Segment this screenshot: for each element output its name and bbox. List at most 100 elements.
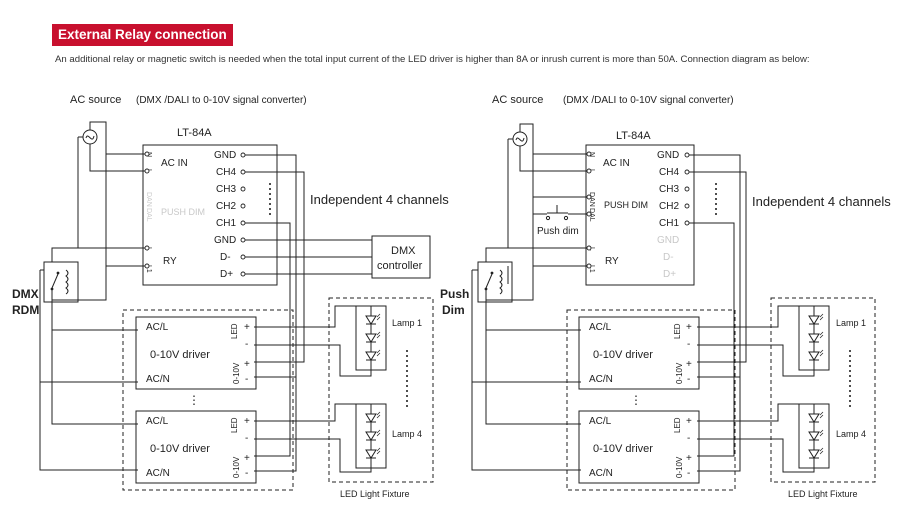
left-d2-dim: 0-10V	[232, 456, 241, 478]
left-d2-plus1: +	[244, 416, 250, 427]
right-push-dim-switch-label: Push dim	[537, 226, 579, 237]
left-d1-minus1: -	[245, 339, 248, 350]
left-d1-label: 0-10V driver	[150, 349, 210, 361]
right-d2-plus2: +	[686, 453, 692, 464]
left-d1-acl: AC/L	[146, 322, 169, 333]
right-ac-source-icon	[512, 131, 528, 147]
left-d1-plus2: +	[244, 359, 250, 370]
right-d1-led: LED	[673, 323, 682, 339]
right-out-gnd: GND	[657, 150, 679, 161]
left-independent-label: Independent 4 channels	[310, 192, 449, 207]
right-d2-minus2: -	[687, 468, 690, 479]
left-driver-dots: ⋮	[188, 393, 200, 407]
right-out-gnd2: GND	[657, 235, 679, 246]
left-diagram: AC source (DMX /DALI to 0-10V signal con…	[12, 94, 449, 499]
right-out-dplus: D+	[663, 269, 676, 280]
left-lamp1-label: Lamp 1	[392, 318, 422, 328]
right-lamp1-label: Lamp 1	[836, 318, 866, 328]
left-term-dan: DAN	[145, 192, 152, 207]
left-out-dminus: D-	[220, 252, 231, 263]
right-term-l-ry: L	[588, 247, 595, 251]
left-mode-line2: RDM	[12, 303, 39, 317]
right-term-l: L	[588, 169, 595, 173]
right-ac-in-label: AC IN	[603, 158, 630, 169]
left-out-gnd: GND	[214, 150, 236, 161]
right-d1-acn: AC/N	[589, 374, 613, 385]
right-term-dan: DAN	[588, 192, 595, 207]
left-d2-led: LED	[230, 417, 239, 433]
left-d1-minus2: -	[245, 374, 248, 385]
left-d1-dim: 0-10V	[232, 362, 241, 384]
left-lamp4-leds	[356, 404, 386, 468]
right-d1-plus1: +	[686, 322, 692, 333]
right-mode-line2: Dim	[442, 303, 465, 317]
right-relay-icon	[477, 261, 513, 303]
left-ac-in-label: AC IN	[161, 158, 188, 169]
right-d2-acn: AC/N	[589, 468, 613, 479]
left-controller-line2: controller	[377, 260, 423, 272]
left-mode-line1: DMX	[12, 287, 39, 301]
left-push-dim-label: PUSH DIM	[161, 207, 205, 217]
left-wires	[39, 121, 372, 473]
right-driver-dots: ⋮	[630, 393, 642, 407]
right-wires	[471, 123, 815, 473]
right-converter-label: (DMX /DALI to 0-10V signal converter)	[563, 95, 734, 106]
left-d1-acn: AC/N	[146, 374, 170, 385]
right-ry-label: RY	[605, 256, 619, 267]
left-ac-source-label: AC source	[70, 94, 121, 106]
right-d1-minus1: -	[687, 339, 690, 350]
section-title: External Relay connection	[52, 24, 233, 46]
left-relay-icon	[43, 261, 79, 303]
left-ac-source-icon	[82, 129, 98, 145]
right-fixture-group	[770, 297, 876, 483]
left-out-ch1: CH1	[216, 218, 236, 229]
left-out-ch3: CH3	[216, 184, 236, 195]
right-term-l1: L1	[588, 265, 595, 273]
intro-text: An additional relay or magnetic switch i…	[55, 54, 810, 65]
right-d2-dim: 0-10V	[675, 456, 684, 478]
left-driver-2	[135, 410, 257, 484]
left-lt84a-box	[142, 144, 278, 286]
right-fixture-label: LED Light Fixture	[788, 489, 858, 499]
right-lt84a-box	[585, 144, 695, 286]
left-fixture-label: LED Light Fixture	[340, 489, 410, 499]
right-out-ch3: CH3	[659, 184, 679, 195]
right-d1-label: 0-10V driver	[593, 349, 653, 361]
left-converter-label: (DMX /DALI to 0-10V signal converter)	[136, 95, 307, 106]
left-term-dal: DAL	[145, 208, 152, 222]
right-out-ch1: CH1	[659, 218, 679, 229]
right-lamp4-leds	[799, 404, 829, 468]
right-d2-acl: AC/L	[589, 416, 612, 427]
left-term-l1: L1	[145, 265, 152, 273]
left-d1-plus1: +	[244, 322, 250, 333]
right-term-dal: DAL	[588, 208, 595, 222]
right-lamp4-label: Lamp 4	[836, 429, 866, 439]
left-fixture-group	[328, 297, 434, 483]
right-d2-led: LED	[673, 417, 682, 433]
left-drivers-group	[122, 309, 294, 491]
left-unit-name: LT-84A	[177, 127, 212, 139]
right-d2-minus1: -	[687, 433, 690, 444]
left-d2-plus2: +	[244, 453, 250, 464]
right-d1-acl: AC/L	[589, 322, 612, 333]
right-drivers-group	[566, 309, 736, 491]
left-d2-acn: AC/N	[146, 468, 170, 479]
left-lamp4-label: Lamp 4	[392, 429, 422, 439]
right-mode-line1: Push	[440, 287, 469, 301]
right-term-n: N	[588, 152, 595, 157]
left-d1-led: LED	[230, 323, 239, 339]
right-d2-plus1: +	[686, 416, 692, 427]
left-d2-minus2: -	[245, 468, 248, 479]
left-d2-acl: AC/L	[146, 416, 169, 427]
right-driver-1	[578, 316, 700, 390]
right-push-switch-icon	[545, 205, 569, 221]
right-out-ch4: CH4	[659, 167, 679, 178]
left-d2-label: 0-10V driver	[150, 443, 210, 455]
right-d1-plus2: +	[686, 359, 692, 370]
right-out-dminus: D-	[663, 252, 674, 263]
right-out-ch2: CH2	[659, 201, 679, 212]
right-independent-label: Independent 4 channels	[752, 194, 891, 209]
right-driver-2	[578, 410, 700, 484]
right-push-dim-label: PUSH DIM	[604, 200, 648, 210]
